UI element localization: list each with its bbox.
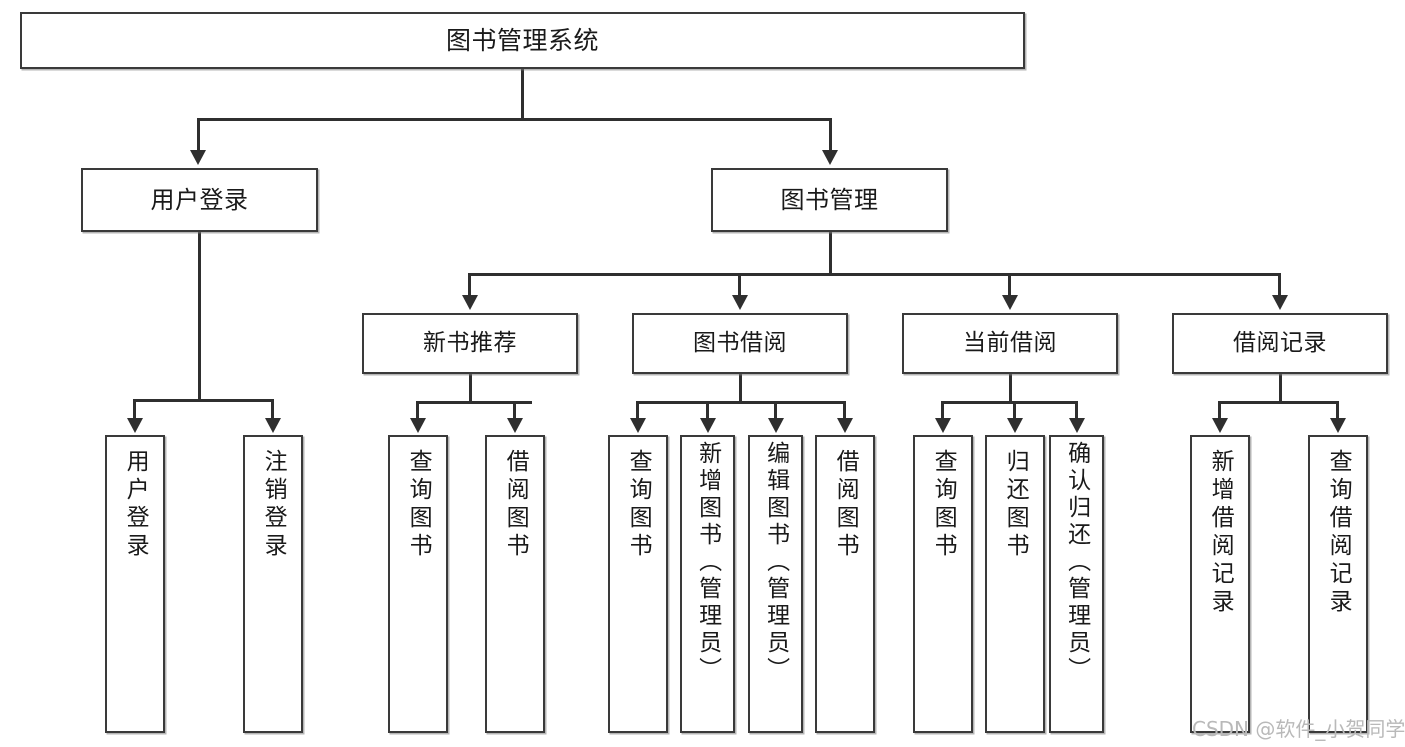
leaf-label: 确认归还（管理员） (1063, 441, 1090, 684)
connector-book-mgmt-stem (829, 232, 832, 274)
leaf-borrow-add-book-admin[interactable]: 新增图书（管理员） (680, 435, 735, 733)
arrowhead-record-add (1212, 418, 1228, 433)
leaf-label: 查询图书 (405, 449, 432, 561)
node-label: 图书管理 (780, 185, 879, 214)
arrowhead-book-mgmt (822, 150, 838, 165)
connector-user-login-to-leaf-1 (133, 399, 136, 419)
node-label: 图书借阅 (693, 329, 787, 356)
arrowhead-book-borrow (732, 295, 748, 310)
connector-current-to-leaf-1 (941, 401, 944, 419)
arrowhead-borrow-query (630, 418, 646, 433)
node-user-login[interactable]: 用户登录 (81, 168, 318, 232)
node-book-borrow[interactable]: 图书借阅 (632, 313, 848, 374)
node-borrow-record[interactable]: 借阅记录 (1172, 313, 1388, 374)
arrowhead-borrow-edit (768, 418, 784, 433)
arrowhead-record-query (1330, 418, 1346, 433)
node-current-borrow[interactable]: 当前借阅 (902, 313, 1118, 374)
connector-user-login-stem (198, 232, 201, 402)
leaf-record-query-borrow-record[interactable]: 查询借阅记录 (1308, 435, 1368, 733)
leaf-label: 借阅图书 (502, 449, 529, 561)
connector-book-mgmt-to-new-book (468, 273, 471, 296)
connector-root-stem (521, 69, 524, 119)
leaf-user-login[interactable]: 用户登录 (105, 435, 165, 733)
leaf-newbook-borrow-book[interactable]: 借阅图书 (485, 435, 545, 733)
connector-user-login-to-leaf-2 (271, 399, 274, 419)
arrowhead-current-borrow (1002, 295, 1018, 310)
connector-borrow-to-leaf-1 (636, 401, 639, 419)
connector-root-to-book-mgmt (829, 118, 832, 151)
connector-borrow-to-leaf-4 (843, 401, 846, 419)
leaf-label: 新增图书（管理员） (694, 441, 721, 684)
leaf-current-return-book[interactable]: 归还图书 (985, 435, 1045, 733)
connector-new-book-bus (416, 401, 532, 404)
connector-book-mgmt-bus (468, 273, 1280, 276)
node-new-book-recommend[interactable]: 新书推荐 (362, 313, 578, 374)
arrowhead-current-query (935, 418, 951, 433)
arrowhead-borrow-add (700, 418, 716, 433)
leaf-current-query-book[interactable]: 查询图书 (913, 435, 973, 733)
leaf-label: 查询图书 (625, 449, 652, 561)
arrowhead-newbook-query (410, 418, 426, 433)
arrowhead-newbook-borrow (507, 418, 523, 433)
leaf-label: 查询图书 (930, 449, 957, 561)
connector-user-login-bus (133, 399, 273, 402)
leaf-record-add-borrow-record[interactable]: 新增借阅记录 (1190, 435, 1250, 733)
leaf-label: 编辑图书（管理员） (762, 441, 789, 684)
connector-new-book-to-leaf-2 (513, 401, 516, 419)
arrowhead-borrow-lend (837, 418, 853, 433)
leaf-current-confirm-return-admin[interactable]: 确认归还（管理员） (1049, 435, 1104, 733)
arrowhead-leaf-user-login (127, 418, 143, 433)
connector-record-to-leaf-2 (1336, 401, 1339, 419)
arrowhead-user-login (190, 150, 206, 165)
leaf-label: 新增借阅记录 (1207, 449, 1234, 617)
connector-root-to-user-login (197, 118, 200, 151)
connector-root-bus (197, 118, 831, 121)
connector-book-mgmt-to-current (1008, 273, 1011, 296)
connector-new-book-stem (469, 374, 472, 402)
connector-borrow-record-bus (1218, 401, 1338, 404)
leaf-newbook-query-book[interactable]: 查询图书 (388, 435, 448, 733)
node-label: 图书管理系统 (445, 25, 599, 55)
node-label: 用户登录 (150, 185, 249, 214)
node-label: 当前借阅 (963, 329, 1057, 356)
leaf-borrow-query-book[interactable]: 查询图书 (608, 435, 668, 733)
node-root-book-management-system[interactable]: 图书管理系统 (20, 12, 1025, 69)
connector-book-borrow-bus (636, 401, 845, 404)
leaf-label: 注销登录 (260, 449, 287, 561)
connector-current-borrow-bus (941, 401, 1078, 404)
node-label: 新书推荐 (423, 329, 517, 356)
connector-borrow-record-stem (1279, 374, 1282, 402)
connector-current-borrow-stem (1009, 374, 1012, 402)
connector-book-borrow-stem (739, 374, 742, 402)
node-label: 借阅记录 (1233, 329, 1327, 356)
connector-borrow-to-leaf-3 (774, 401, 777, 419)
arrowhead-new-book (462, 295, 478, 310)
leaf-label: 归还图书 (1002, 449, 1029, 561)
connector-record-to-leaf-1 (1218, 401, 1221, 419)
connector-book-mgmt-to-record (1278, 273, 1281, 296)
leaf-label: 查询借阅记录 (1325, 449, 1352, 617)
leaf-logout[interactable]: 注销登录 (243, 435, 303, 733)
node-book-management[interactable]: 图书管理 (711, 168, 948, 232)
connector-new-book-to-leaf-1 (416, 401, 419, 419)
connector-borrow-to-leaf-2 (706, 401, 709, 419)
connector-current-to-leaf-2 (1013, 401, 1016, 419)
leaf-borrow-lend-book[interactable]: 借阅图书 (815, 435, 875, 733)
connector-current-to-leaf-3 (1075, 401, 1078, 419)
leaf-borrow-edit-book-admin[interactable]: 编辑图书（管理员） (748, 435, 803, 733)
arrowhead-leaf-logout (265, 418, 281, 433)
leaf-label: 用户登录 (122, 449, 149, 561)
arrowhead-current-confirm (1069, 418, 1085, 433)
connector-book-mgmt-to-borrow (738, 273, 741, 296)
arrowhead-borrow-record (1272, 295, 1288, 310)
leaf-label: 借阅图书 (832, 449, 859, 561)
arrowhead-current-return (1007, 418, 1023, 433)
